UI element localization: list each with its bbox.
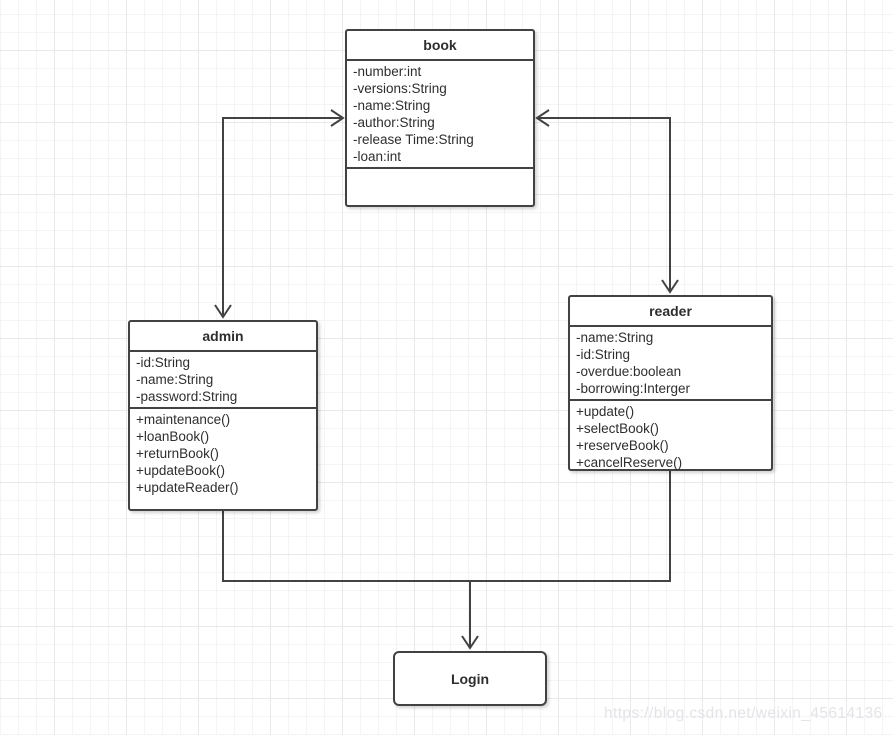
arrowhead-into-reader-top xyxy=(661,279,679,294)
attribute-row: -release Time:String xyxy=(353,132,474,147)
attribute-row: -name:String xyxy=(353,98,431,113)
node-login[interactable]: Login xyxy=(393,651,547,706)
watermark-text: https://blog.csdn.net/weixin_45614136 xyxy=(604,705,883,722)
attribute-row: -id:String xyxy=(576,347,631,362)
attribute-row: -loan:int xyxy=(353,149,402,164)
class-admin-methods: +maintenance() +loanBook() +returnBook()… xyxy=(130,407,316,509)
method-row: +loanBook() xyxy=(136,429,210,444)
arrowhead-into-admin-top xyxy=(214,304,232,319)
attribute-row: -number:int xyxy=(353,64,422,79)
arrowhead-into-book-right xyxy=(535,109,550,127)
attribute-row: -id:String xyxy=(136,355,191,370)
arrowhead-into-book-left xyxy=(330,109,345,127)
class-reader-attributes: -name:String -id:String -overdue:boolean… xyxy=(570,327,771,399)
method-row: +update() xyxy=(576,404,635,419)
class-reader-title: reader xyxy=(570,297,771,327)
attribute-row: -overdue:boolean xyxy=(576,364,682,379)
class-admin-attributes: -id:String -name:String -password:String xyxy=(130,352,316,407)
attribute-row: -name:String xyxy=(136,372,214,387)
method-row: +returnBook() xyxy=(136,446,219,461)
method-row: +selectBook() xyxy=(576,421,659,436)
node-login-label: Login xyxy=(450,670,490,687)
class-book-title: book xyxy=(347,31,533,61)
attribute-row: -password:String xyxy=(136,389,238,404)
class-admin[interactable]: admin -id:String -name:String -password:… xyxy=(128,320,318,511)
class-book[interactable]: book -number:int -versions:String -name:… xyxy=(345,29,535,207)
method-row: +reserveBook() xyxy=(576,438,669,453)
attribute-row: -borrowing:Interger xyxy=(576,381,691,396)
arrowhead-into-login-top xyxy=(461,635,479,650)
connector-admin-reader-bus[interactable] xyxy=(222,471,671,582)
attribute-row: -author:String xyxy=(353,115,435,130)
class-reader[interactable]: reader -name:String -id:String -overdue:… xyxy=(568,295,773,471)
class-book-methods-empty xyxy=(347,167,533,205)
connector-book-admin[interactable] xyxy=(222,117,343,317)
method-row: +maintenance() xyxy=(136,412,231,427)
class-book-attributes: -number:int -versions:String -name:Strin… xyxy=(347,61,533,167)
attribute-row: -versions:String xyxy=(353,81,447,96)
class-admin-title: admin xyxy=(130,322,316,352)
attribute-row: -name:String xyxy=(576,330,654,345)
class-reader-methods: +update() +selectBook() +reserveBook() +… xyxy=(570,399,771,473)
method-row: +updateReader() xyxy=(136,480,239,495)
method-row: +cancelReserve() xyxy=(576,455,683,470)
connector-book-reader[interactable] xyxy=(537,117,671,292)
method-row: +updateBook() xyxy=(136,463,225,478)
